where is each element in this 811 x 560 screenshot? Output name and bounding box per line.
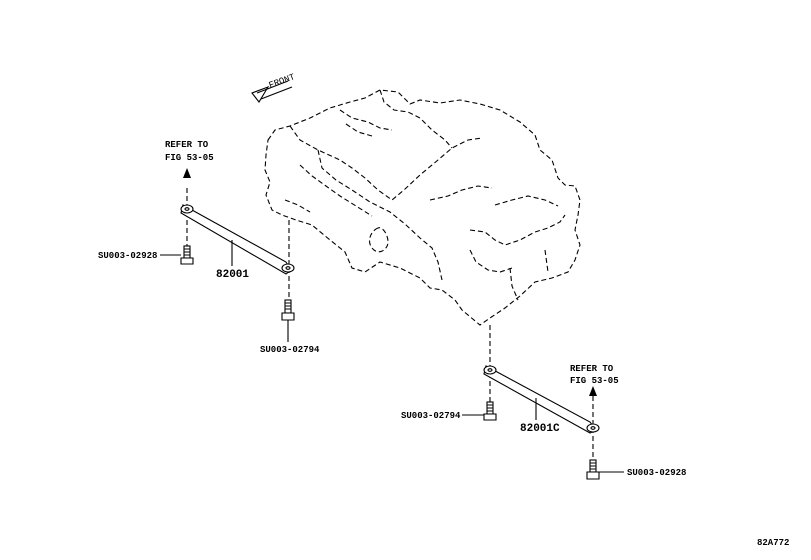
bracket-82001c	[483, 365, 600, 434]
refer-text-right-1: REFER TO	[570, 364, 614, 374]
part-label-su003-02928-right: SU003-02928	[627, 468, 686, 478]
engine-block-outline	[264, 89, 581, 326]
bolt-icon	[483, 401, 497, 421]
refer-text-left-1: REFER TO	[165, 140, 209, 150]
part-label-82001c: 82001C	[520, 423, 560, 435]
part-label-su003-02794-right: SU003-02794	[401, 411, 461, 421]
bolt-icon	[281, 299, 295, 321]
bolt-icon	[586, 459, 600, 480]
refer-text-right-2: FIG 53-05	[570, 376, 619, 386]
part-label-su003-02928-left: SU003-02928	[98, 251, 157, 261]
bracket-82001	[180, 204, 295, 275]
front-arrow-icon	[251, 80, 293, 103]
bolt-icon	[180, 245, 194, 265]
drawing-code: 82A772	[757, 538, 789, 548]
up-arrow-icon	[589, 386, 597, 396]
refer-text-left-2: FIG 53-05	[165, 153, 214, 163]
front-label: FRONT	[268, 72, 297, 91]
up-arrow-icon	[183, 168, 191, 178]
part-label-82001: 82001	[216, 269, 249, 281]
part-label-su003-02794-left: SU003-02794	[260, 345, 320, 355]
